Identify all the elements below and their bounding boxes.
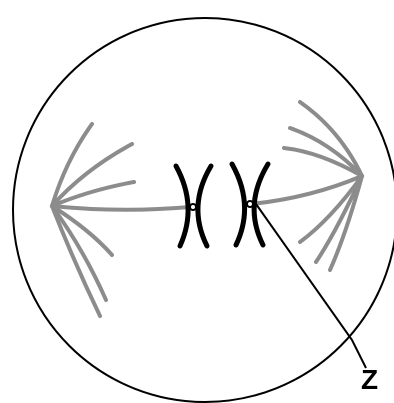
spindle-fibre (52, 206, 106, 300)
centromere (190, 204, 196, 210)
spindle-fibre (52, 206, 190, 210)
spindle-fibre (330, 176, 362, 270)
right-spindle-fibres (251, 102, 362, 270)
left-spindle-fibres (52, 124, 190, 316)
centromere (247, 201, 253, 207)
pointer-line (256, 204, 366, 368)
chromatid (232, 164, 245, 245)
chromatid (198, 166, 211, 246)
label-z: Z (361, 366, 378, 394)
